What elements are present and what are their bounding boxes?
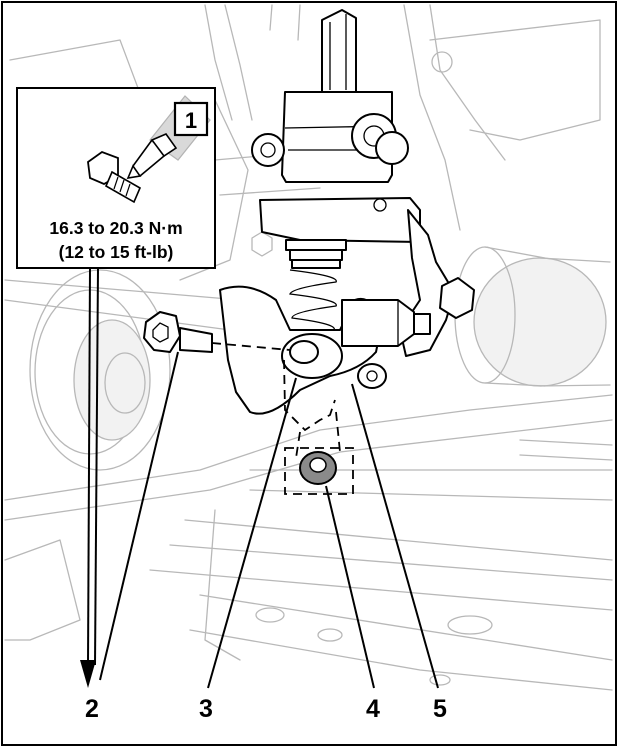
background-machinery — [4, 4, 613, 691]
callout-2-label: 2 — [85, 695, 99, 723]
callout-leaders — [80, 267, 439, 689]
torque-metric: 16.3 to 20.3 N·m — [49, 218, 182, 238]
callout-1-label: 1 — [185, 108, 197, 133]
callout-3-label: 3 — [199, 695, 213, 723]
callout-5-label: 5 — [433, 695, 447, 723]
torque-spec-inset: 1 16.3 to 20.3 N·m (12 to 15 ft-lb) — [16, 87, 216, 269]
main-assembly — [143, 9, 475, 495]
callout-4-label: 4 — [366, 695, 380, 723]
callout-1-badge — [173, 101, 209, 137]
torque-imperial: (12 to 15 ft-lb) — [59, 242, 174, 262]
